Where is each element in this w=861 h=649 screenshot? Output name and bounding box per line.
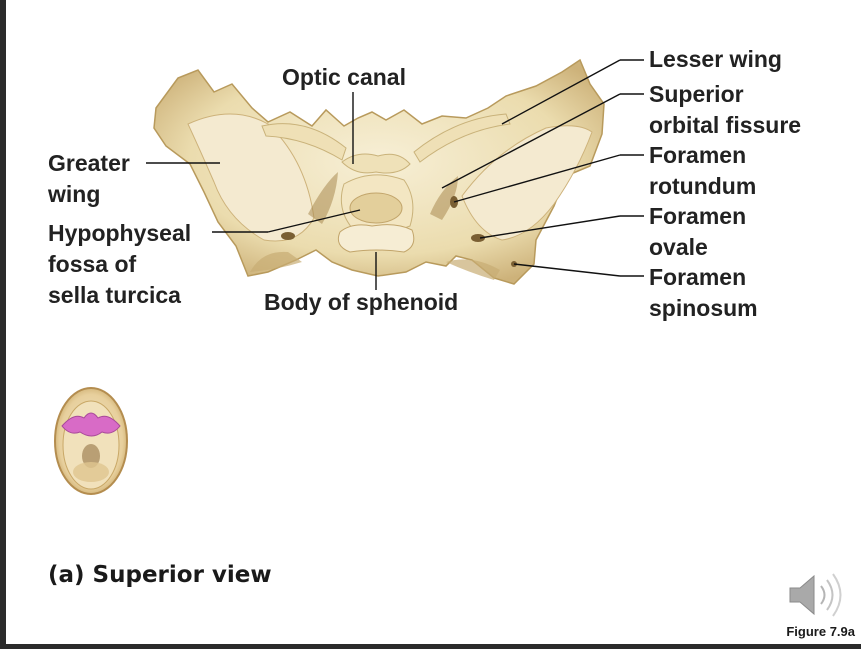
leader-lines — [146, 59, 644, 290]
left-orbital-fissure — [308, 172, 338, 224]
dorsum-sellae — [337, 224, 415, 253]
leader-hypophyseal-2 — [267, 209, 361, 233]
left-foramen-ovale-shape — [281, 232, 295, 240]
skull-thumbnail — [54, 387, 128, 495]
leader-spinosum-2 — [513, 263, 621, 277]
leader-ovale-2 — [479, 215, 621, 239]
speaker-icon[interactable] — [789, 573, 842, 617]
label-optic-canal: Optic canal — [282, 64, 406, 90]
label-body-of-sphenoid: Body of sphenoid — [264, 289, 459, 315]
right-lesser-wing — [413, 113, 511, 163]
label-foramen-ovale: Foramen ovale — [649, 203, 747, 260]
optic-canal-area — [341, 153, 411, 174]
left-greater-wing-plate — [187, 113, 315, 242]
sphenoid-illustration — [54, 58, 842, 617]
label-lesser-wing: Lesser wing — [649, 46, 782, 72]
leader-rotundum-2 — [453, 154, 621, 203]
label-greater-wing: Greater wing — [48, 150, 130, 207]
hypophyseal-fossa-shape — [349, 192, 403, 224]
left-lesser-wing — [261, 123, 347, 161]
leader-sof-2 — [441, 93, 621, 189]
skull-sphenoid-highlight — [61, 412, 121, 437]
right-greater-wing-plate — [461, 125, 593, 241]
sphenoid-bone — [153, 58, 605, 285]
label-hypophyseal-fossa: Hypophyseal fossa of sella turcica — [48, 220, 192, 308]
figure-reference: Figure 7.9a — [786, 624, 855, 639]
foramen-ovale-shape — [471, 234, 485, 242]
leader-lesser-wing-2 — [501, 59, 621, 125]
label-foramen-rotundum: Foramen rotundum — [649, 142, 757, 199]
pterygoid-shadow-right — [446, 259, 500, 280]
label-foramen-spinosum: Foramen spinosum — [649, 264, 758, 321]
skull-foramen-magnum — [82, 444, 100, 468]
skull-posterior-fossa — [73, 462, 109, 482]
label-superior-orbital-fissure: Superior orbital fissure — [649, 81, 802, 138]
slide: Optic canal Greater wing Hypophyseal fos… — [6, 0, 861, 644]
figure-caption: (a) Superior view — [48, 562, 272, 588]
pterygoid-shadow — [250, 251, 302, 272]
right-orbital-fissure — [430, 176, 458, 220]
